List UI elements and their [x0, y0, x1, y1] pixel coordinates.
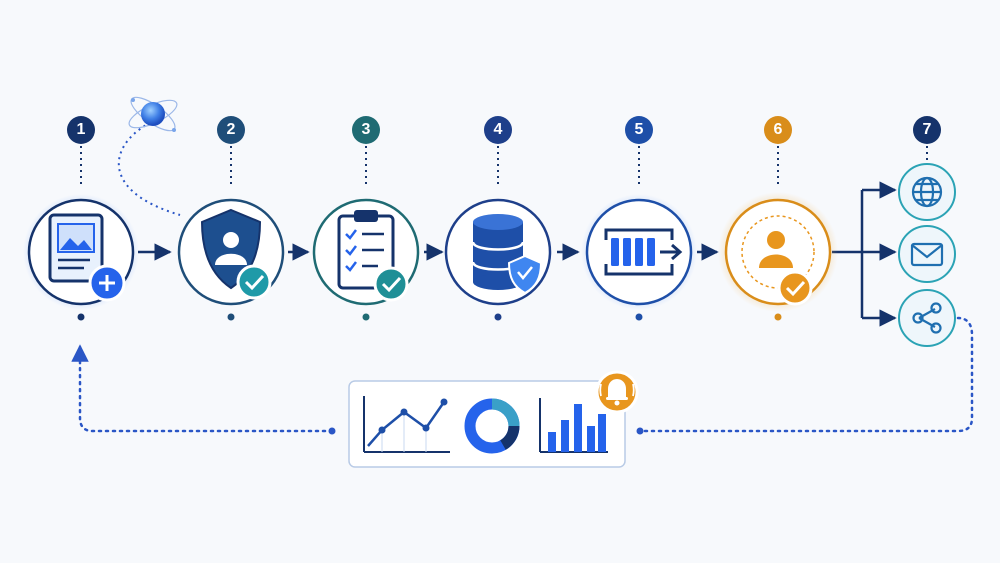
step-5-number-badge: 5	[625, 116, 653, 144]
bar-chart-icon	[539, 398, 608, 453]
step-2-node	[177, 198, 285, 321]
badge-connectors	[80, 146, 928, 188]
output-share-node	[898, 289, 956, 347]
shield-user-check-icon	[200, 208, 272, 300]
step-3-number-badge: 3	[352, 116, 380, 144]
donut-chart-icon	[464, 398, 520, 454]
atom-icon	[117, 96, 181, 216]
clipboard-checklist-icon	[337, 210, 409, 302]
step-6-node	[718, 192, 838, 321]
user-approval-icon	[759, 231, 813, 306]
step-1-node	[23, 194, 139, 321]
bell-icon	[595, 370, 639, 414]
step-5-node	[581, 194, 697, 321]
step-3-node	[312, 198, 420, 321]
line-chart-icon	[363, 396, 450, 453]
output-branch-connector	[832, 181, 897, 327]
feedback-loop	[71, 316, 974, 433]
step-2-number-badge: 2	[217, 116, 245, 144]
document-image-add-icon	[48, 213, 126, 302]
globe-icon	[911, 176, 943, 208]
step-4-node	[444, 198, 552, 321]
output-globe-node	[898, 163, 956, 221]
output-mail-node	[898, 225, 956, 283]
step-7-number-badge: 7	[913, 116, 941, 144]
share-icon	[912, 302, 942, 334]
step-6-number-badge: 6	[764, 116, 792, 144]
step-1-number-badge: 1	[67, 116, 95, 144]
mail-icon	[910, 242, 944, 267]
step-4-number-badge: 4	[484, 116, 512, 144]
monitoring-panel	[348, 380, 626, 468]
pipeline-queue-icon	[604, 228, 683, 276]
database-shield-icon	[471, 214, 543, 295]
